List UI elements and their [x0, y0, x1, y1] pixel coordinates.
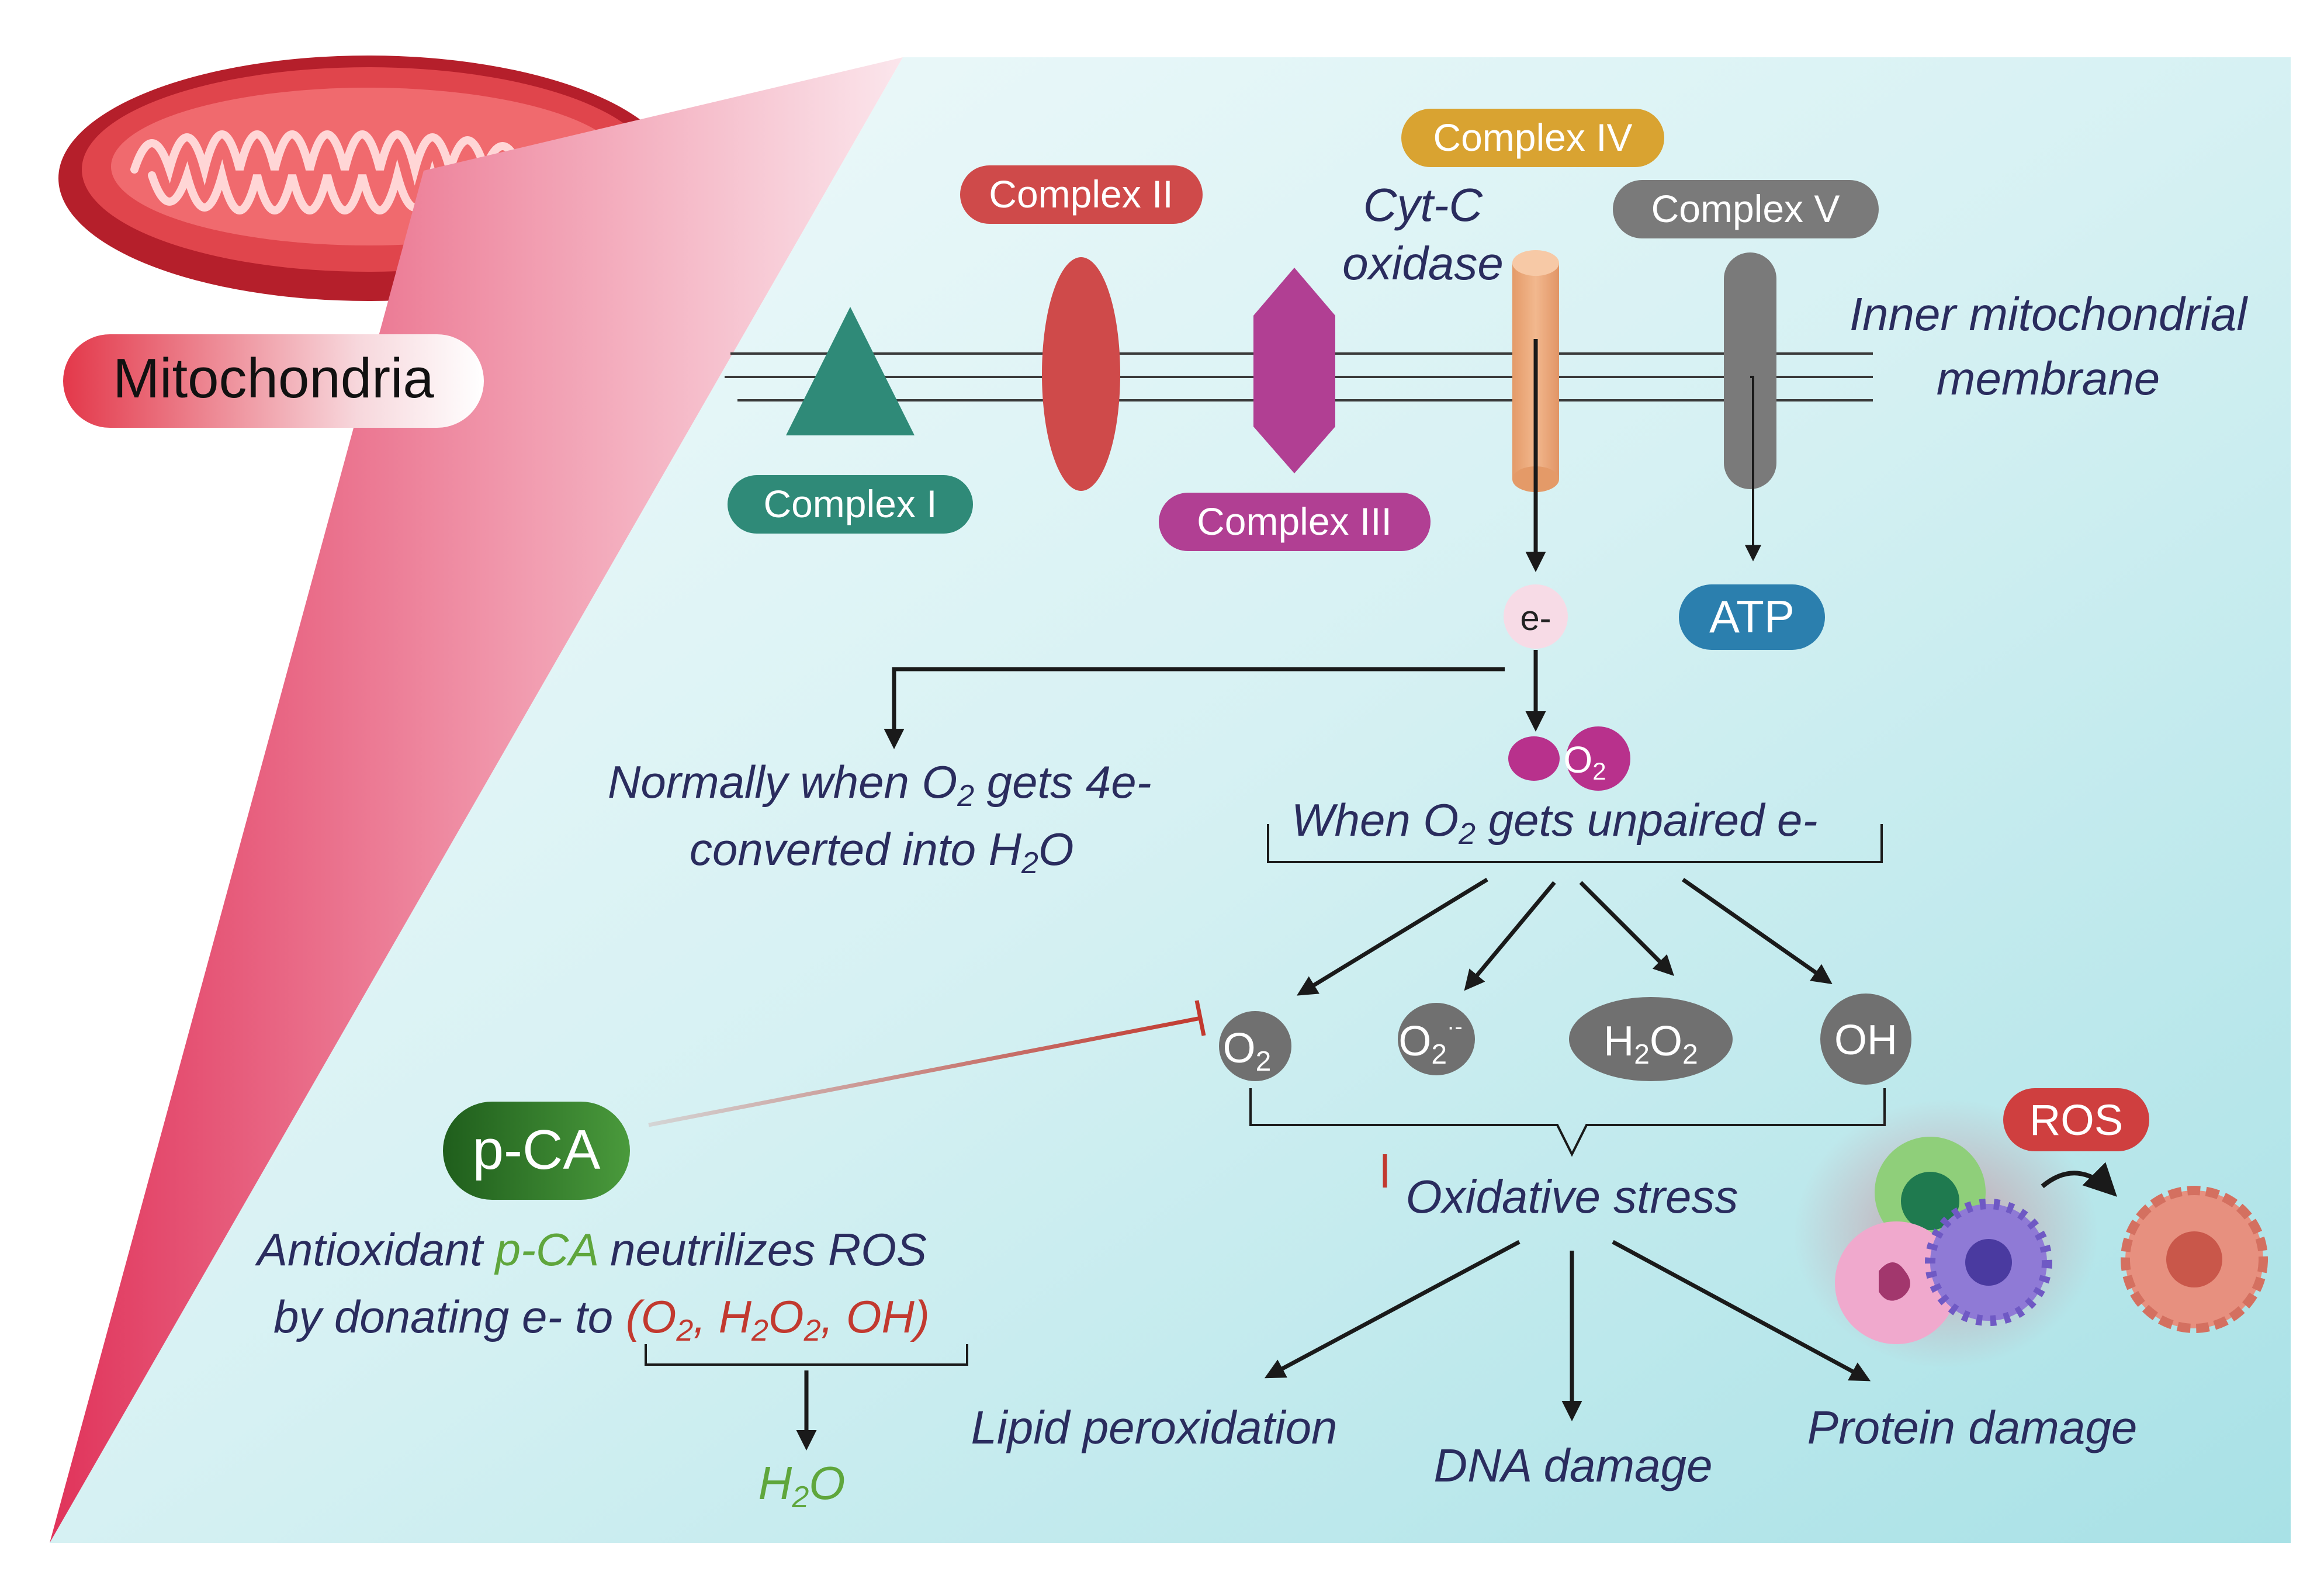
ros-o2-label: O2 [1223, 1025, 1272, 1077]
pca-caption-line1: Antioxidant p-CA neutrilizes ROS [255, 1224, 927, 1275]
ros-oh-label: OH [1834, 1017, 1897, 1064]
arrow-electron-to-normal [884, 667, 1505, 749]
lipid-peroxidation-label: Lipid peroxidation [971, 1401, 1337, 1453]
complex-v-badge [1613, 180, 1879, 238]
pca-label: p-CA [473, 1119, 601, 1181]
complex-v-label: Complex V [1651, 187, 1840, 230]
membrane-label-line1: Inner mitochondrial [1849, 288, 2249, 340]
protein-damage-label: Protein damage [1807, 1401, 2138, 1453]
electron-bubble [1504, 584, 1568, 649]
complex-v-shape [1724, 252, 1776, 489]
arrow-complex-v-to-atp [1745, 376, 1761, 562]
ros-badge-label: ROS [2029, 1096, 2123, 1144]
o2-bubble [1566, 726, 1630, 791]
atp-badge [1679, 584, 1825, 650]
ros-oh-bubble [1820, 994, 1911, 1085]
pca-caption-line2: by donating e- to (O2, H2O2, OH) [273, 1291, 930, 1348]
complex-ii-shape [1042, 257, 1120, 491]
membrane-label-line2: membrane [1937, 352, 2160, 404]
complex-iii-shape [1253, 268, 1335, 473]
arrow-to-lipid [1264, 1240, 1521, 1379]
unpaired-caption: When O2 gets unpaired e- [1291, 794, 1817, 851]
ros-h2o2-bubble [1569, 997, 1733, 1081]
cytc-oxidase-line1: Cyt-C [1363, 179, 1484, 231]
inhibition-pca-to-oxidative-stress [649, 1154, 1387, 1188]
atp-label: ATP [1709, 591, 1795, 642]
ros-o2-bubble [1219, 1011, 1291, 1081]
complex-iv-badge [1401, 109, 1664, 167]
inhibition-pca-to-o2 [648, 1000, 1206, 1127]
pca-bracket [645, 1344, 968, 1366]
cytc-oxidase-line2: oxidase [1342, 237, 1504, 289]
ros-h2o2-label: H2O2 [1603, 1018, 1698, 1070]
zoom-wedge [50, 57, 903, 1543]
unpaired-electron-dot [1508, 736, 1560, 781]
mitochondria-label-pill: Mitochondria [63, 334, 484, 428]
arrow-to-superoxide [1464, 881, 1556, 991]
arrow-to-protein [1612, 1240, 1871, 1382]
normal-pathway-line1: Normally when O2 gets 4e- [608, 756, 1152, 813]
arrow-to-oh [1681, 878, 1833, 985]
complex-ii-label: Complex II [989, 172, 1173, 216]
mitochondria-label: Mitochondria [113, 347, 434, 410]
complex-iv-label: Complex IV [1433, 116, 1632, 159]
complex-i-shape [786, 307, 915, 435]
pca-badge [443, 1102, 630, 1200]
ros-superoxide-label: O2·- [1398, 1014, 1462, 1070]
arrow-to-h2o2 [1579, 881, 1674, 976]
complex-iii-badge [1159, 493, 1431, 551]
o2-bubble-label: O2 [1563, 739, 1606, 785]
arrow-to-o2 [1297, 878, 1488, 996]
complex-ii-badge [960, 165, 1203, 224]
complex-i-label: Complex I [763, 482, 937, 525]
cell-damage-illustration [1794, 1099, 2268, 1368]
ros-superoxide-bubble [1398, 1003, 1475, 1075]
ros-badge [2003, 1088, 2149, 1151]
complex-iii-label: Complex III [1197, 500, 1392, 543]
unpaired-bracket [1267, 824, 1883, 863]
dna-damage-label: DNA damage [1433, 1439, 1712, 1491]
electron-label: e- [1520, 598, 1551, 638]
normal-pathway-line2: converted into H2O [690, 823, 1074, 880]
water-label: H2O [758, 1457, 846, 1514]
complex-i-badge [728, 475, 973, 534]
oxidative-stress-label: Oxidative stress [1405, 1171, 1738, 1223]
